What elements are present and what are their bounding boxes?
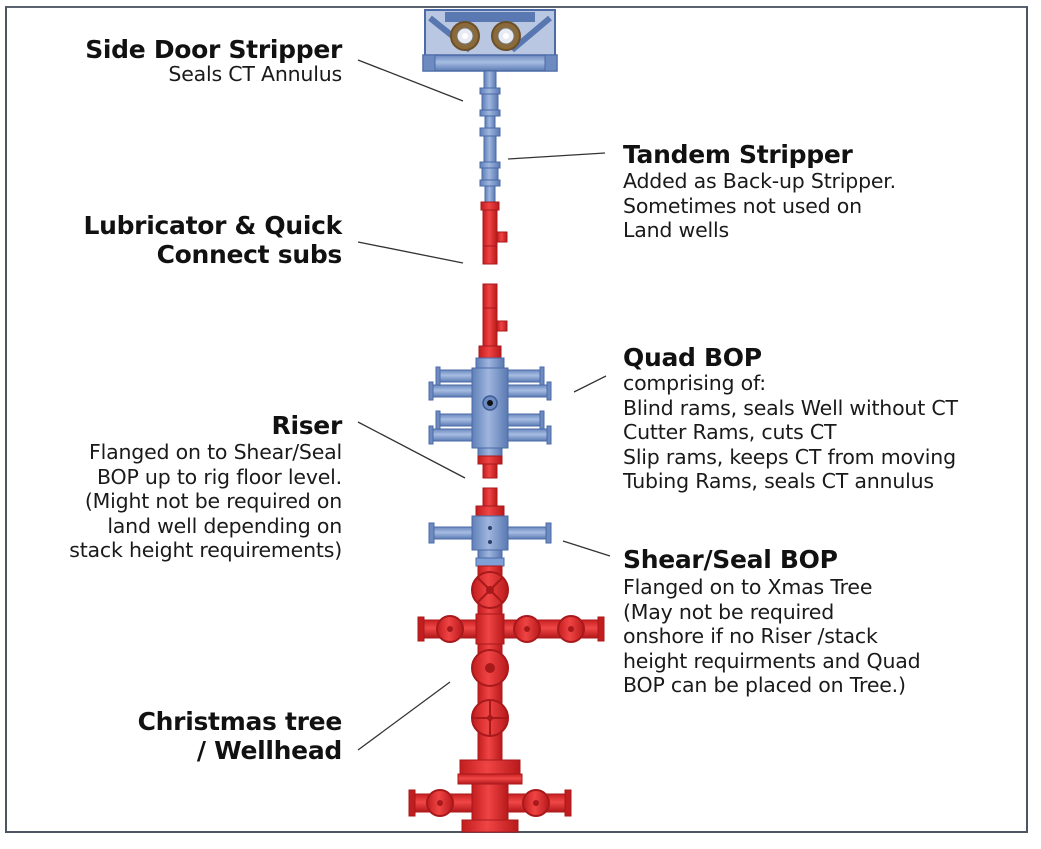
label-desc-line: land well depending on	[107, 513, 342, 538]
label-desc-line: (Might not be required on	[84, 489, 342, 513]
label-title: Quad BOP	[623, 343, 762, 372]
label-desc-line: stack height requirements)	[69, 538, 342, 562]
leader-line-side-door-stripper	[357, 59, 464, 102]
leader-line-shear-seal-bop	[562, 540, 611, 557]
wellhead	[408, 759, 572, 833]
label-desc-line: Slip rams, keeps CT from moving	[623, 444, 956, 469]
label-desc-line: (May not be required	[623, 599, 835, 624]
label-desc-line: Sometimes not used on	[623, 193, 862, 218]
label-lubricator: Lubricator & Quick Connect subs	[83, 213, 342, 267]
leader-line-lubricator	[357, 241, 464, 264]
label-title-line: Christmas tree	[137, 707, 343, 736]
label-title: Tandem Stripper	[623, 140, 853, 169]
label-desc-line: onshore if no Riser /stack	[623, 624, 878, 648]
label-christmas-tree: Christmas tree / Wellhead	[137, 707, 343, 765]
leader-line-riser	[357, 421, 466, 479]
leader-line-christmas-tree	[357, 681, 451, 751]
label-desc-line: Cutter Rams, cuts CT	[623, 420, 837, 444]
injector-head	[422, 9, 558, 72]
christmas-tree	[417, 557, 605, 767]
label-desc-line: BOP can be placed on Tree.)	[623, 673, 906, 697]
label-desc-line: Blind rams, seals Well without CT	[623, 395, 958, 420]
label-title-line: Connect subs	[156, 240, 343, 269]
label-desc-line: Seals CT Annulus	[168, 62, 342, 86]
label-title: Riser	[271, 411, 343, 440]
label-side-door-stripper: Side Door Stripper Seals CT Annulus	[85, 37, 342, 85]
label-quad-bop: Quad BOP comprising of: Blind rams, seal…	[623, 345, 958, 492]
riser	[475, 455, 505, 517]
lubricator-upper	[480, 201, 508, 265]
label-desc-line: BOP up to rig floor level.	[97, 464, 342, 489]
quad-bop	[428, 357, 552, 457]
label-shear-seal-bop: Shear/Seal BOP Flanged on to Xmas Tree (…	[623, 545, 921, 697]
lubricator-lower	[478, 283, 508, 359]
label-desc-line: comprising of:	[623, 371, 766, 395]
label-desc-line: Tubing Rams, seals CT annulus	[623, 469, 934, 493]
label-desc-line: height requirments and Quad	[623, 648, 921, 673]
label-title: Shear/Seal BOP	[623, 545, 838, 574]
leader-line-tandem-stripper	[507, 152, 606, 160]
label-title-line: / Wellhead	[196, 736, 342, 765]
label-desc-line: Flanged on to Shear/Seal	[89, 440, 342, 464]
stripper-column	[479, 70, 501, 203]
label-desc-line: Added as Back-up Stripper.	[623, 169, 896, 193]
label-desc-line: Flanged on to Xmas Tree	[623, 575, 873, 599]
label-tandem-stripper: Tandem Stripper Added as Back-up Strippe…	[623, 142, 896, 241]
label-riser: Riser Flanged on to Shear/Seal BOP up to…	[69, 413, 342, 561]
shear-seal-bop	[428, 515, 552, 559]
leader-line-quad-bop	[573, 375, 607, 393]
label-desc-line: Land wells	[623, 218, 729, 242]
label-title: Side Door Stripper	[85, 35, 342, 64]
label-title-line: Lubricator & Quick	[83, 211, 342, 240]
